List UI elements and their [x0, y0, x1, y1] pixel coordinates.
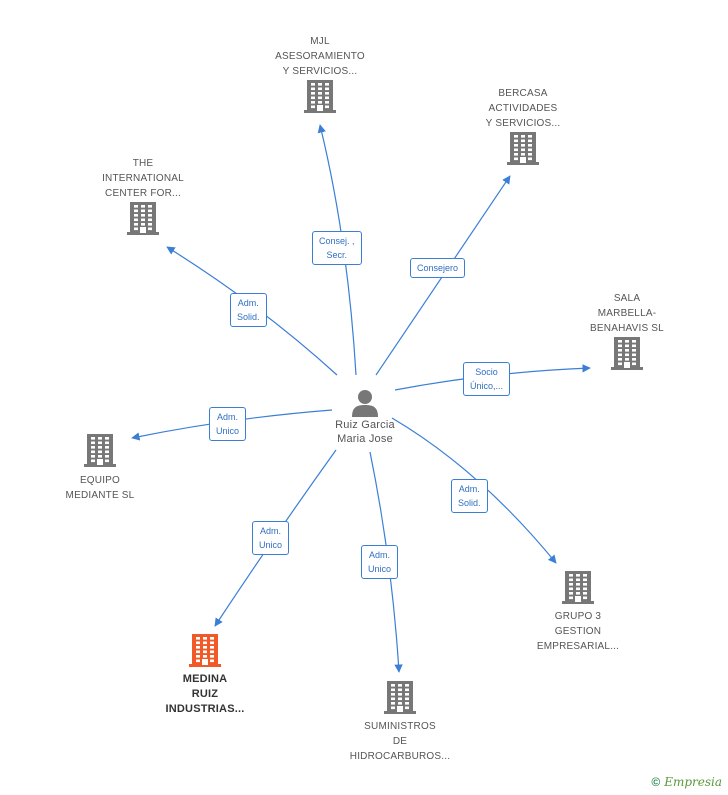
relation-label-grupo3[interactable]: Adm. Solid. — [451, 479, 488, 513]
company-node-international[interactable]: THE INTERNATIONAL CENTER FOR... — [88, 156, 198, 235]
relation-label-bercasa[interactable]: Consejero — [410, 258, 466, 278]
company-node-medina[interactable]: MEDINA RUIZ INDUSTRIAS... — [150, 633, 260, 717]
company-node-grupo3[interactable]: GRUPO 3 GESTION EMPRESARIAL... — [523, 570, 633, 654]
relation-label-international[interactable]: Adm. Solid. — [230, 293, 267, 327]
relation-label-medina[interactable]: Adm. Unico — [252, 521, 290, 555]
relation-label-sala[interactable]: Socio Único,... — [463, 362, 511, 396]
company-label: EQUIPO MEDIANTE SL — [65, 475, 135, 501]
brand-logo: Empresia — [664, 775, 722, 789]
company-label: MEDINA RUIZ INDUSTRIAS... — [165, 673, 245, 715]
building-icon — [304, 80, 336, 113]
relation-label-equipo[interactable]: Adm. Unico — [209, 407, 247, 441]
building-icon — [84, 434, 116, 467]
company-node-equipo[interactable]: EQUIPO MEDIANTE SL — [45, 433, 155, 503]
company-node-mjl[interactable]: MJL ASESORAMIENTO Y SERVICIOS... — [265, 34, 375, 113]
company-label: MJL ASESORAMIENTO Y SERVICIOS... — [275, 36, 365, 77]
copyright-icon: © — [651, 775, 661, 789]
company-label: BERCASA ACTIVIDADES Y SERVICIOS... — [485, 88, 561, 129]
person-icon — [352, 390, 378, 417]
building-icon — [384, 681, 416, 714]
center-person-node[interactable]: Ruiz Garcia Maria Jose — [318, 388, 412, 446]
center-person-label: Ruiz Garcia Maria Jose — [335, 419, 395, 445]
relation-label-mjl[interactable]: Consej. , Secr. — [312, 231, 362, 265]
company-node-sala[interactable]: SALA MARBELLA- BENAHAVIS SL — [572, 291, 682, 370]
building-icon — [127, 202, 159, 235]
company-node-bercasa[interactable]: BERCASA ACTIVIDADES Y SERVICIOS... — [468, 86, 578, 165]
company-label: SALA MARBELLA- BENAHAVIS SL — [590, 293, 664, 334]
company-label: SUMINISTROS DE HIDROCARBUROS... — [349, 721, 451, 762]
company-label: GRUPO 3 GESTION EMPRESARIAL... — [536, 611, 620, 652]
footer-brand: ©Empresia — [651, 775, 722, 789]
building-icon — [507, 132, 539, 165]
building-icon — [611, 337, 643, 370]
company-label: THE INTERNATIONAL CENTER FOR... — [102, 158, 184, 199]
building-icon — [562, 571, 594, 604]
company-node-suministros[interactable]: SUMINISTROS DE HIDROCARBUROS... — [340, 680, 460, 764]
relation-label-suministros[interactable]: Adm. Unico — [361, 545, 399, 579]
building-icon — [189, 634, 221, 667]
